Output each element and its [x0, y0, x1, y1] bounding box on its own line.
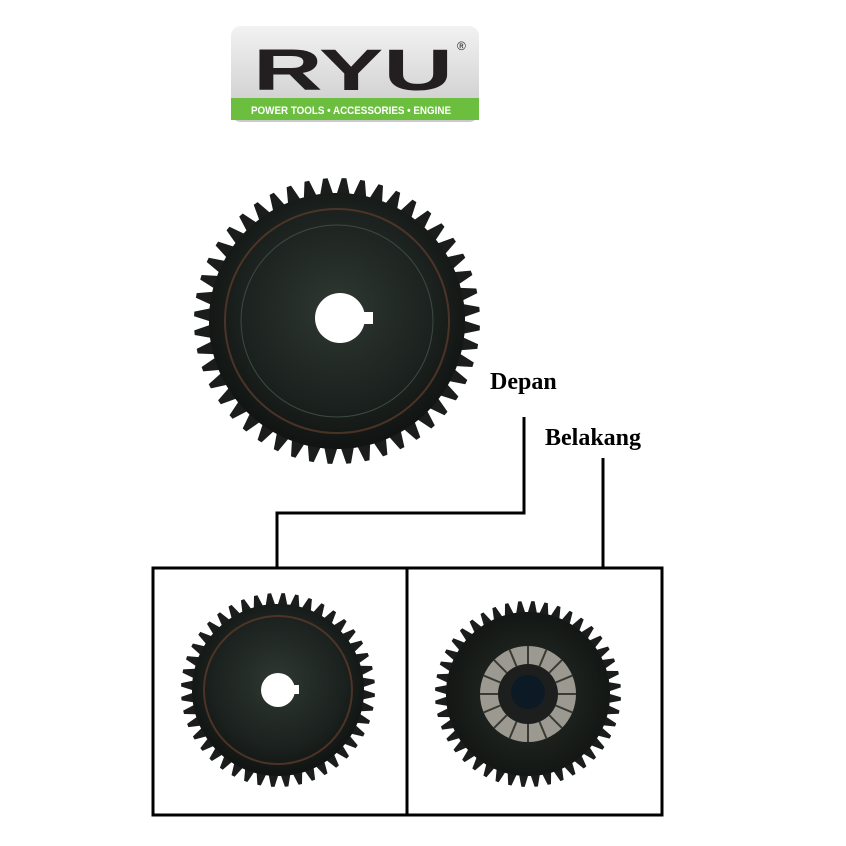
large-gear-bore [315, 293, 365, 343]
ryu-logo: RYU ® POWER TOOLS • ACCESSORIES • ENGINE [231, 26, 479, 122]
large-gear-image [194, 178, 480, 464]
back-gear-bore [511, 675, 545, 709]
front-gear-bore [261, 673, 295, 707]
front-label: Depan [490, 369, 557, 395]
logo-registered-mark: ® [457, 39, 466, 53]
logo-brand-text: RYU [253, 38, 453, 103]
logo-tagline: POWER TOOLS • ACCESSORIES • ENGINE [251, 105, 451, 117]
back-label: Belakang [545, 425, 642, 451]
connector-lines [275, 417, 605, 568]
front-gear-image [181, 593, 375, 787]
comparison-frames [151, 566, 664, 817]
back-gear-image [435, 601, 621, 787]
